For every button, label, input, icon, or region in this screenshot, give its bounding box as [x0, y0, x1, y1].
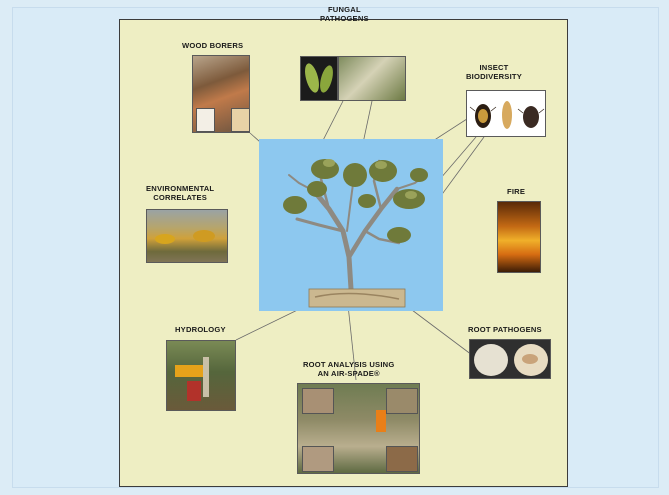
label-wood-borers: WOOD BORERS	[182, 41, 243, 50]
larva-inset	[231, 108, 250, 132]
worker-figure	[376, 410, 386, 432]
fungal-branch-photo	[338, 56, 406, 101]
label-root-analysis: ROOT ANALYSIS USING AN AIR-SPADE®	[303, 360, 394, 378]
wood-borers-photo	[192, 55, 250, 133]
label-fire: FIRE	[507, 187, 525, 196]
hydrology-photo	[166, 340, 236, 411]
beetle-icons	[467, 91, 546, 137]
root-inset-top-right	[386, 388, 418, 414]
root-analysis-photo	[297, 383, 420, 474]
label-fungal-pathogens: FUNGAL PATHOGENS	[320, 5, 369, 23]
insect-specimens-photo	[466, 90, 546, 137]
label-environmental-correlates: ENVIRONMENTAL CORRELATES	[146, 184, 214, 202]
fungal-leaves-photo	[300, 56, 338, 101]
environmental-photo	[146, 209, 228, 263]
root-inset-bottom-left	[302, 446, 334, 472]
central-tree-image	[259, 139, 443, 311]
label-insect-biodiversity: INSECT BIODIVERSITY	[466, 63, 522, 81]
root-inset-bottom-right	[386, 446, 418, 472]
label-hydrology: HYDROLOGY	[175, 325, 226, 334]
fire-photo	[497, 201, 541, 273]
root-inset-top-left	[302, 388, 334, 414]
root-pathogens-photo	[469, 339, 551, 379]
label-root-pathogens: ROOT PATHOGENS	[468, 325, 542, 334]
beetle-inset	[196, 108, 215, 132]
